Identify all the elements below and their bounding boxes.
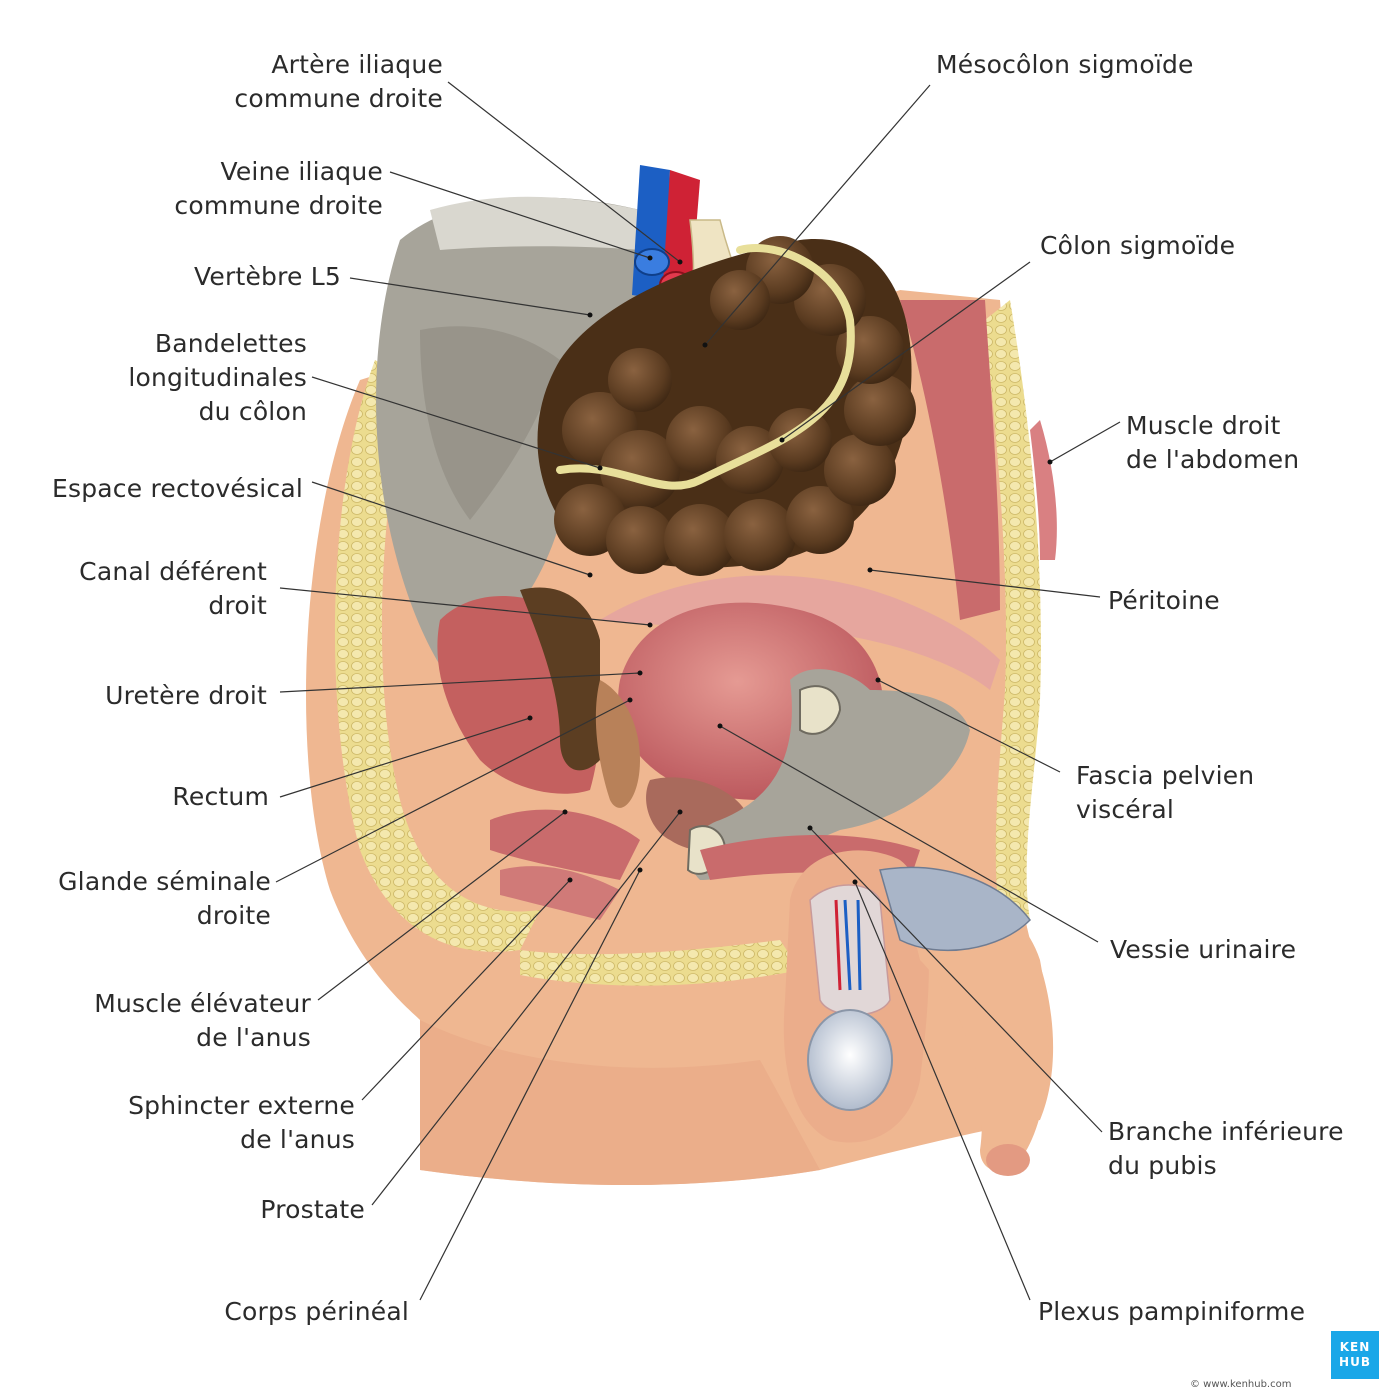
spermatic-artery [834,899,842,991]
leader-peritoine [869,569,1101,598]
label-espace: Espace rectovésical [52,474,303,503]
label-vessie: Vessie urinaire [1110,935,1297,964]
rectus-muscle [900,300,1000,620]
label-prostate: Prostate [260,1195,365,1224]
sigmoid-colon [537,236,916,576]
pubic-bone [689,669,970,880]
peritoneum [600,575,1000,690]
leader-elevateur [317,811,566,1001]
pampiniform-veins [843,899,862,991]
label-colon: Côlon sigmoïde [1040,231,1236,260]
thigh-shade [420,1020,820,1185]
label-branche: Branche inférieure du pubis [1108,1117,1344,1180]
leader-veineiliaque [389,171,651,259]
label-veineiliaque: Veine iliaque commune droite [174,157,383,220]
leader-glande [275,699,631,883]
label-glande: Glande séminale droite [58,867,271,930]
label-fascia: Fascia pelvien viscéral [1076,761,1255,824]
leader-mesocolon [704,84,931,346]
label-peritoine: Péritoine [1108,586,1220,615]
leader-prostate [371,811,681,1206]
leader-plexus [854,881,1031,1301]
label-arteriliaque: Artère iliaque commune droite [234,50,443,113]
leader-muscledroit [1049,421,1121,463]
penis [900,880,1049,1171]
label-elevateur: Muscle élévateur de l'anus [94,989,311,1052]
credit-text: © www.kenhub.com [1190,1379,1292,1390]
leader-colon [781,261,1031,441]
sacrum-shade [420,326,560,520]
leader-sphincter [361,879,571,1101]
anal-sphincter [500,866,620,920]
label-canal: Canal déférent droit [79,557,267,620]
rectum-lower [520,587,600,771]
label-muscledroit: Muscle droit de l'abdomen [1126,411,1300,474]
corpus-cavernosum [879,866,1031,952]
leader-bandelettes [311,376,601,469]
label-uretere: Uretère droit [105,681,267,710]
testis [807,1009,893,1111]
fat-layer-perineum [520,940,800,986]
label-sphincter: Sphincter externe de l'anus [128,1091,355,1154]
leader-corps [419,869,641,1301]
leader-vessie [719,725,1099,943]
pubic-cut-upper [799,685,842,735]
leader-vertebre [349,277,591,316]
label-bandelettes: Bandelettes longitudinales du côlon [128,329,307,426]
rectus-highlight [1030,420,1057,560]
label-rectum: Rectum [172,782,269,811]
leader-dots [527,255,1053,885]
iliac-vein-cut [634,248,670,276]
glans [986,1144,1030,1176]
leader-rectum [279,717,531,798]
label-mesocolon: Mésocôlon sigmoïde [936,50,1194,79]
vertebra-l5 [430,196,640,250]
leader-arteriliaque [447,81,681,263]
label-corps: Corps périnéal [224,1297,409,1326]
kenhub-logo: KEN HUB [1331,1331,1379,1379]
leader-espace [311,481,591,576]
fat-layer-anterior [985,300,1041,920]
label-vertebre: Vertèbre L5 [194,262,341,291]
leader-fascia [877,679,1061,773]
label-plexus: Plexus pampiniforme [1038,1297,1306,1326]
levator-ani [490,809,640,880]
leader-lines [275,81,1121,1301]
spermatic-cord [809,884,891,1016]
leader-canal [279,587,651,626]
leader-branche [809,827,1103,1133]
leader-uretere [279,672,641,693]
